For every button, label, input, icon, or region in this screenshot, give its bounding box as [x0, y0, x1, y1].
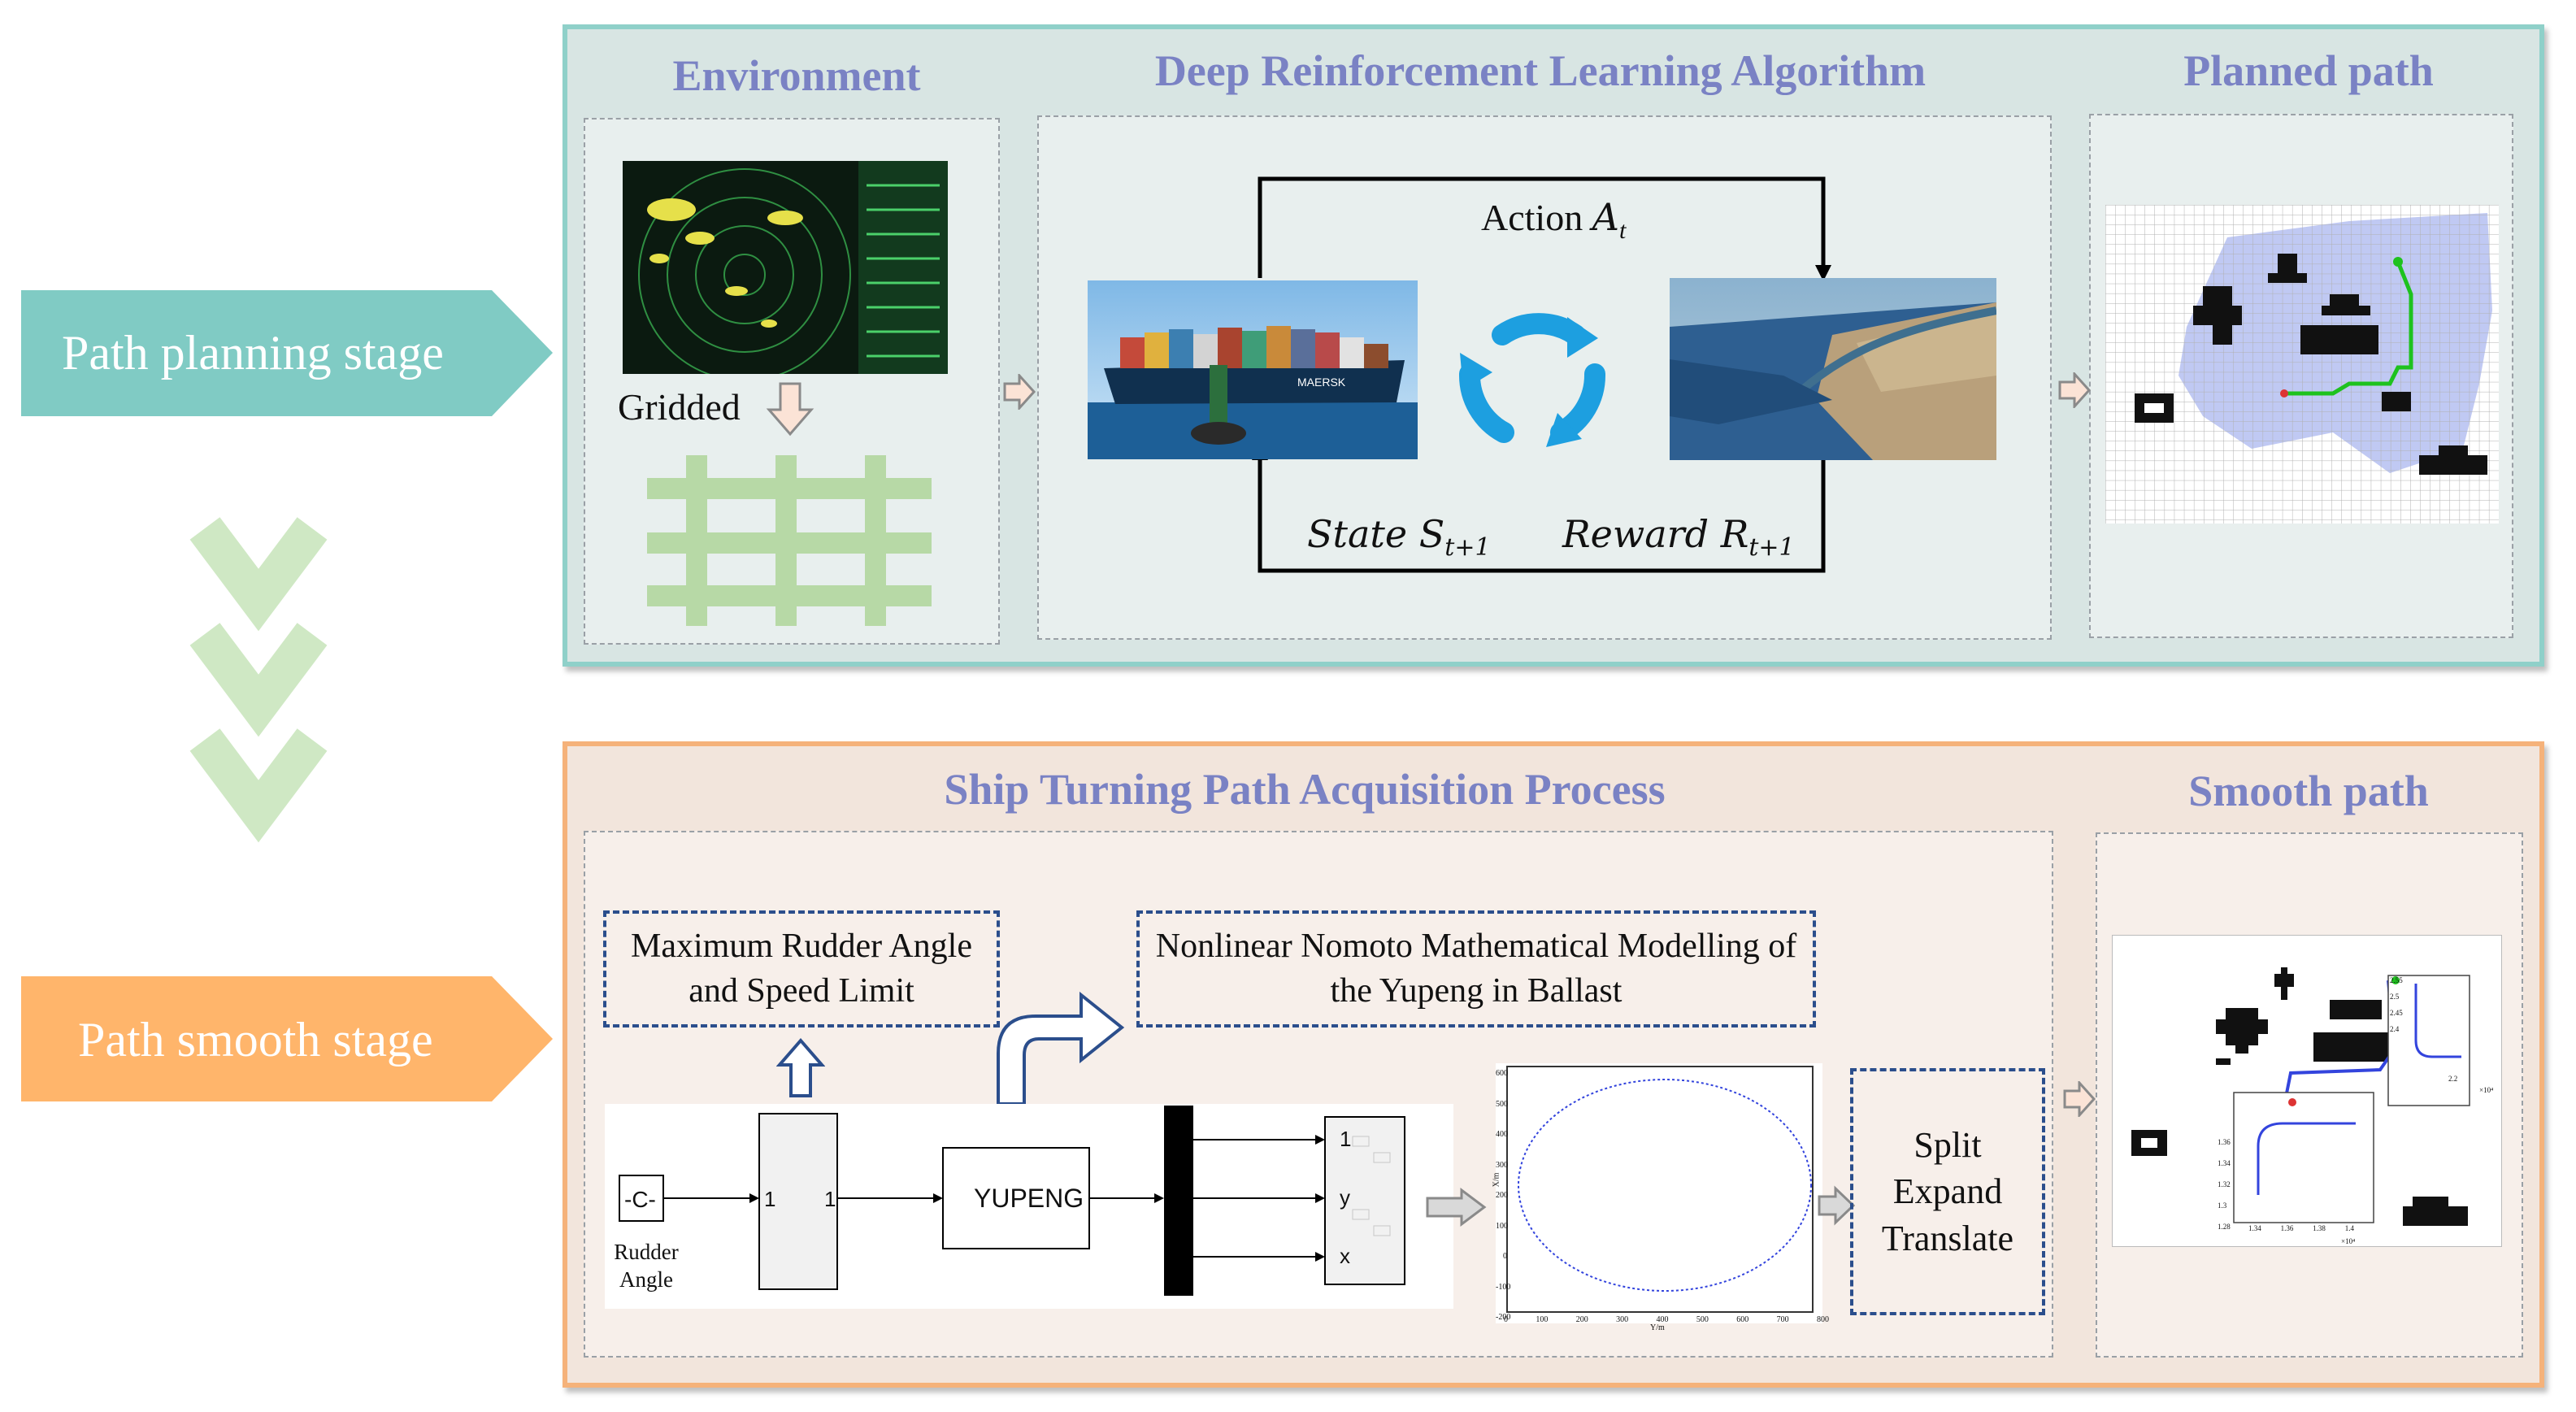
reward-label: Reward Rt+1	[1562, 512, 1795, 563]
inset2-exponent: ×10⁴	[2341, 1237, 2356, 1245]
ship-hull-text: MAERSK	[1297, 376, 1346, 389]
environment-title: Environment	[672, 51, 921, 100]
split-expand-box: Split Expand Translate	[1850, 1068, 2045, 1315]
down-chevrons	[189, 517, 328, 843]
smooth-stage-arrow	[21, 976, 553, 1101]
saturation-out-port: 1	[824, 1187, 836, 1211]
saturation-in-port: 1	[764, 1187, 776, 1211]
smooth-stage-label: Path smooth stage	[78, 1013, 433, 1067]
gridded-label: Gridded	[618, 386, 741, 428]
smooth-path-title: Smooth path	[2188, 767, 2429, 815]
limit-box: Maximum Rudder Angle and Speed Limit	[603, 910, 1000, 1028]
inset1-x-tick: 2.2	[2448, 1075, 2458, 1083]
stage-arrows	[21, 290, 553, 1101]
model-box: Nonlinear Nomoto Mathematical Modelling …	[1136, 910, 1816, 1028]
planned-path-map	[2105, 205, 2499, 524]
turning-plot-axes	[1506, 1066, 1814, 1313]
planning-stage-label: Path planning stage	[62, 326, 444, 380]
drl-title: Deep Reinforcement Learning Algorithm	[1154, 46, 1927, 95]
smooth-path-drawing	[2131, 967, 2470, 1226]
process-title: Ship Turning Path Acquisition Process	[944, 765, 1666, 814]
right-arrow-icon	[2058, 372, 2092, 408]
plot-y-label: X/m	[1492, 1172, 1501, 1188]
recycle-cycle-icon	[1459, 313, 1605, 447]
planned-path-title: Planned path	[2183, 46, 2434, 95]
plot-x-label: Y/m	[1650, 1323, 1665, 1332]
simulink-wires	[619, 1106, 1405, 1296]
rudder-angle-label: Rudder Angle	[614, 1240, 679, 1292]
grid-icon	[647, 455, 932, 626]
radar-image	[623, 161, 948, 374]
scope-port-1: 1	[1340, 1127, 1352, 1151]
turning-plot	[1496, 1063, 1822, 1323]
scope-port-y: y	[1340, 1185, 1350, 1210]
right-arrow-icon	[1426, 1188, 1487, 1227]
right-arrow-icon	[1818, 1185, 1856, 1226]
yupeng-block: YUPENG	[974, 1184, 1084, 1213]
container-ship-image: MAERSK	[1088, 280, 1418, 459]
down-arrow-icon	[766, 382, 815, 437]
right-arrow-icon	[2063, 1081, 2096, 1117]
planning-stage-arrow	[21, 290, 553, 416]
constant-block: -C-	[624, 1187, 656, 1212]
curved-arrow-icon	[997, 991, 1125, 1106]
up-arrow-icon	[776, 1037, 825, 1097]
state-label: State St+1	[1307, 512, 1491, 563]
action-label: Action At	[1481, 195, 1627, 245]
coastline-aerial-image	[1670, 278, 1996, 460]
right-arrow-icon	[1003, 374, 1036, 410]
scope-port-x: x	[1340, 1244, 1350, 1268]
inset1-exponent: ×10⁴	[2479, 1086, 2494, 1094]
